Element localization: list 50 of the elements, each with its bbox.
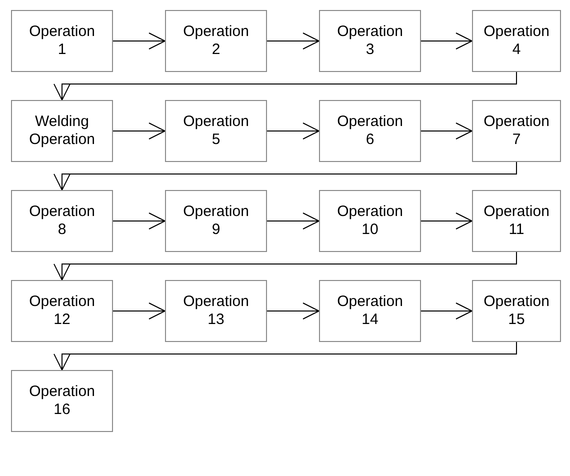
process-box bbox=[11, 10, 113, 72]
arrow bbox=[420, 122, 472, 140]
arrow bbox=[54, 342, 517, 370]
process-box bbox=[472, 10, 561, 72]
arrow bbox=[266, 212, 320, 230]
arrow bbox=[112, 212, 166, 230]
process-label: Operation 13 bbox=[182, 293, 250, 329]
process-label: Welding Operation bbox=[28, 113, 96, 149]
process-box bbox=[11, 100, 113, 162]
process-box bbox=[319, 190, 421, 252]
process-box bbox=[11, 190, 113, 252]
arrow bbox=[112, 32, 166, 50]
arrow bbox=[112, 302, 166, 320]
process-label: Operation 1 bbox=[28, 23, 96, 59]
arrow bbox=[112, 122, 166, 140]
process-label: Operation 14 bbox=[336, 293, 404, 329]
process-label: Operation 2 bbox=[182, 23, 250, 59]
process-box bbox=[165, 100, 267, 162]
arrow bbox=[54, 72, 517, 100]
process-box bbox=[319, 100, 421, 162]
process-label: Operation 11 bbox=[482, 203, 550, 239]
process-label: Operation 3 bbox=[336, 23, 404, 59]
process-label: Operation 5 bbox=[182, 113, 250, 149]
arrow bbox=[266, 122, 320, 140]
arrow bbox=[54, 252, 517, 280]
process-box bbox=[165, 280, 267, 342]
arrow bbox=[266, 32, 320, 50]
arrow bbox=[54, 162, 517, 190]
arrow bbox=[420, 32, 472, 50]
process-label: Operation 7 bbox=[482, 113, 550, 149]
process-label: Operation 10 bbox=[336, 203, 404, 239]
process-box bbox=[472, 190, 561, 252]
process-box bbox=[11, 280, 113, 342]
process-box bbox=[472, 280, 561, 342]
process-label: Operation 8 bbox=[28, 203, 96, 239]
process-box bbox=[165, 10, 267, 72]
process-box bbox=[319, 10, 421, 72]
process-label: Operation 15 bbox=[482, 293, 550, 329]
process-label: Operation 6 bbox=[336, 113, 404, 149]
process-label: Operation 12 bbox=[28, 293, 96, 329]
process-box bbox=[165, 190, 267, 252]
arrow bbox=[420, 302, 472, 320]
process-box bbox=[472, 100, 561, 162]
process-box bbox=[11, 370, 113, 432]
process-label: Operation 9 bbox=[182, 203, 250, 239]
process-label: Operation 16 bbox=[28, 383, 96, 419]
process-box bbox=[319, 280, 421, 342]
arrow bbox=[420, 212, 472, 230]
process-label: Operation 4 bbox=[482, 23, 550, 59]
arrow bbox=[266, 302, 320, 320]
